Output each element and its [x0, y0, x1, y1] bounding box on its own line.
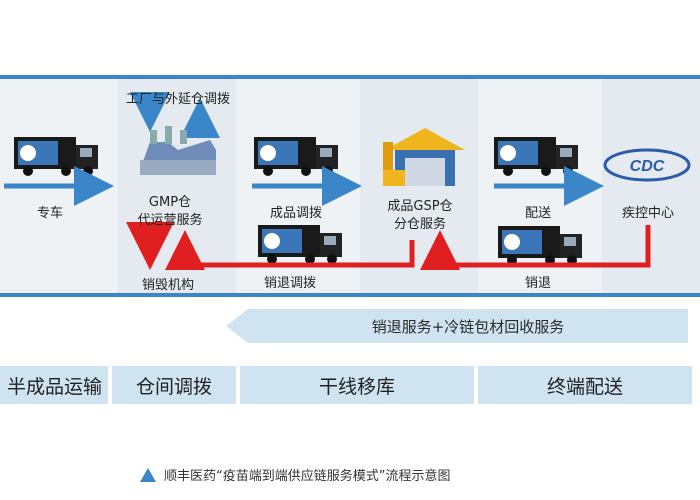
truck-icon-2	[254, 137, 338, 176]
stage-trunk-relocation: 干线移库	[240, 366, 474, 404]
cdc-logo-text: CDC	[630, 158, 665, 175]
warehouse-icon	[383, 128, 465, 186]
truck-icon-1	[14, 137, 98, 176]
label-product-transfer: 成品调拨	[269, 206, 322, 221]
stage-semi-finished-transport: 半成品运输	[0, 366, 108, 404]
label-return-transfer: 销退调拨	[263, 276, 316, 291]
label-gsp-warehouse: 成品GSP仓 分仓服务	[387, 199, 453, 232]
label-gmp-warehouse: GMP仓 代运营服务	[137, 195, 203, 228]
truck-icon-3	[258, 225, 342, 264]
label-cdc: 疾控中心	[621, 206, 674, 221]
factory-icon	[140, 126, 216, 175]
service-bar-arrowhead	[226, 309, 248, 343]
truck-icon-4	[494, 137, 578, 176]
truck-icon-5	[498, 226, 582, 265]
service-bar: 销退服务+冷链包材回收服务	[248, 309, 688, 343]
label-return: 销退	[524, 276, 551, 291]
arrow-return	[420, 225, 651, 270]
flow-graphics: CDC	[4, 92, 691, 270]
arrow-return-transfer	[165, 230, 415, 270]
caption-text: 顺丰医药“疫苗端到端供应链服务模式”流程示意图	[164, 469, 451, 484]
label-delivery: 配送	[524, 206, 551, 221]
label-factory-transfer: 工厂与外延仓调拨	[125, 92, 230, 107]
cdc-logo-icon: CDC	[603, 148, 691, 182]
label-destroy: 销毁机构	[141, 278, 194, 293]
stage-inter-warehouse-transfer: 仓间调拨	[112, 366, 236, 404]
triangle-icon	[140, 467, 156, 482]
stage-terminal-delivery: 终端配送	[478, 366, 692, 404]
band-6	[602, 79, 700, 293]
figure-caption: 顺丰医药“疫苗端到端供应链服务模式”流程示意图	[140, 465, 450, 484]
label-truck-dedicated: 专车	[36, 206, 63, 221]
